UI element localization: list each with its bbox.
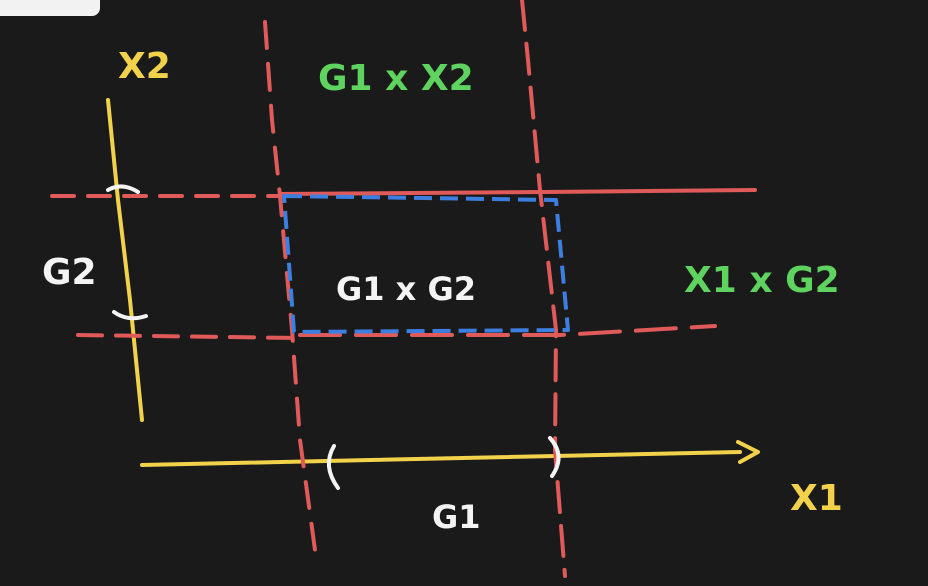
g1-label: G1 [432, 498, 481, 536]
g1-left-bracket [326, 444, 340, 490]
product-box-g1xg2 [282, 194, 570, 334]
strip-right-vertical [520, 0, 567, 578]
strip-bottom-right-dashed [298, 324, 717, 337]
window-corner-tab [0, 0, 100, 16]
g2-label: G2 [42, 252, 97, 293]
strip-top-line [278, 188, 757, 196]
g2-lower-bracket [112, 310, 148, 321]
x1-cross-g2-label: X1 x G2 [684, 260, 840, 301]
g1-cross-x2-label: G1 x X2 [318, 58, 474, 99]
g1-cross-g2-label: G1 x G2 [336, 270, 476, 308]
strip-left-vertical [263, 20, 317, 552]
x1-axis-line [140, 450, 742, 467]
g1-right-bracket [548, 436, 561, 478]
x2-axis-label: X2 [118, 46, 171, 87]
strip-bottom-left-dashed [76, 333, 302, 340]
x2-axis-line [106, 98, 144, 422]
x1-axis-arrowhead [736, 440, 760, 464]
g2-upper-bracket [106, 184, 140, 194]
x1-axis-label: X1 [790, 478, 843, 519]
